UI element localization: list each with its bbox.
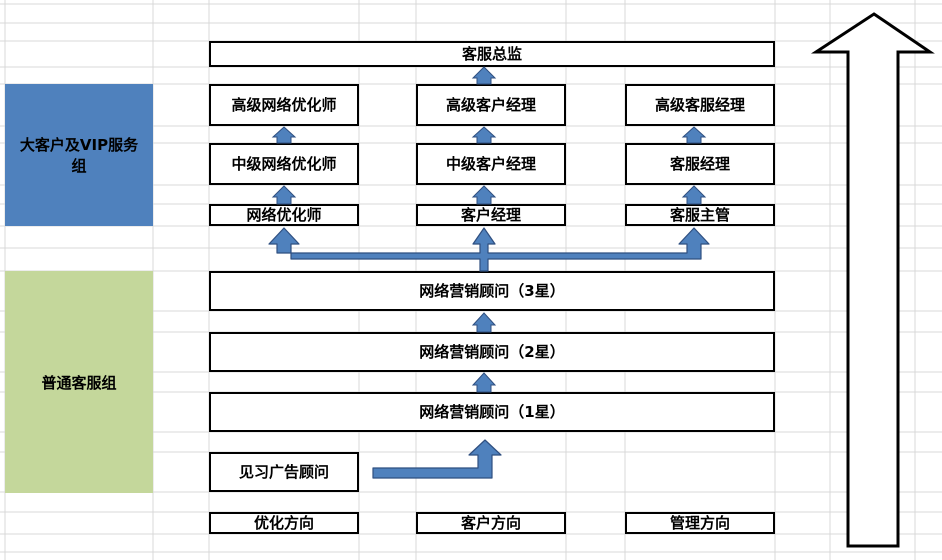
- marketing-consultant-1star-box: 网络营销顾问（1星）: [209, 392, 775, 432]
- network-optimizer-label: 网络优化师: [246, 206, 322, 224]
- marketing-consultant-1star-label: 网络营销顾问（1星）: [419, 403, 565, 421]
- senior-service-manager-box: 高级客服经理: [625, 84, 775, 126]
- service-manager-box: 客服经理: [625, 143, 775, 185]
- mid-network-optimizer-box: 中级网络优化师: [209, 143, 359, 185]
- marketing-consultant-2star-label: 网络营销顾问（2星）: [419, 343, 565, 361]
- customer-direction-box: 客户方向: [416, 512, 566, 534]
- marketing-consultant-2star-box: 网络营销顾问（2星）: [209, 332, 775, 372]
- optimization-direction-label: 优化方向: [253, 514, 314, 532]
- account-manager-box: 客户经理: [416, 204, 566, 226]
- customer-direction-label: 客户方向: [460, 514, 521, 532]
- customer-service-director-box: 客服总监: [209, 41, 775, 67]
- senior-account-manager-label: 高级客户经理: [445, 96, 536, 114]
- mid-account-manager-box: 中级客户经理: [416, 143, 566, 185]
- mid-network-optimizer-label: 中级网络优化师: [231, 155, 337, 173]
- marketing-consultant-3star-box: 网络营销顾问（3星）: [209, 271, 775, 311]
- management-direction-label: 管理方向: [669, 514, 730, 532]
- marketing-consultant-3star-label: 网络营销顾问（3星）: [419, 282, 565, 300]
- management-direction-box: 管理方向: [625, 512, 775, 534]
- service-manager-label: 客服经理: [669, 155, 730, 173]
- senior-network-optimizer-box: 高级网络优化师: [209, 84, 359, 126]
- level-1: 1: [867, 403, 879, 421]
- mid-account-manager-label: 中级客户经理: [445, 155, 536, 173]
- normal-service-group-label: 普通客服组: [41, 373, 117, 392]
- trainee-ad-consultant-label: 见习广告顾问: [238, 463, 329, 481]
- senior-service-manager-label: 高级客服经理: [654, 96, 745, 114]
- trainee-ad-consultant-box: 见习广告顾问: [209, 452, 359, 492]
- level-6: 6: [867, 96, 879, 114]
- level-3: 3: [867, 284, 879, 302]
- level-5: 5: [867, 157, 879, 175]
- service-supervisor-label: 客服主管: [669, 206, 730, 224]
- senior-account-manager-box: 高级客户经理: [416, 84, 566, 126]
- senior-network-optimizer-label: 高级网络优化师: [231, 96, 337, 114]
- vip-service-group-label: 大客户及VIP服务组: [19, 136, 139, 175]
- normal-service-group: 普通客服组: [5, 271, 153, 493]
- customer-service-director-label: 客服总监: [461, 45, 522, 63]
- level-4: 4: [867, 207, 879, 225]
- optimization-direction-box: 优化方向: [209, 512, 359, 534]
- account-manager-label: 客户经理: [460, 206, 521, 224]
- level-0: 0: [867, 463, 879, 481]
- network-optimizer-box: 网络优化师: [209, 204, 359, 226]
- level-2: 2: [867, 343, 879, 361]
- level-7: 7: [867, 45, 879, 63]
- service-supervisor-box: 客服主管: [625, 204, 775, 226]
- vip-service-group: 大客户及VIP服务组: [5, 84, 153, 226]
